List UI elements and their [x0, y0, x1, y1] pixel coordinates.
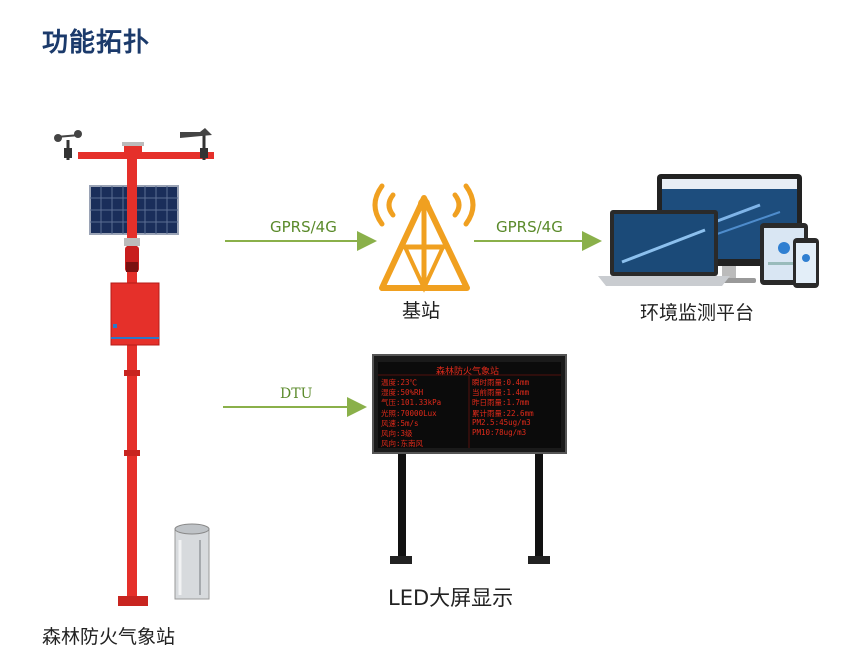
node-label-station: 森林防火气象站 — [42, 626, 176, 648]
led-board-cell: 温度:23℃ — [381, 378, 418, 387]
led-board-cell: 风速:5m/s — [381, 418, 419, 428]
led-board-cell: 昨日雨量:1.7mm — [472, 398, 530, 408]
led-board-cell: 累计雨量:22.6mm — [472, 408, 534, 418]
led-board-cell: 光照:70000Lux — [381, 408, 437, 418]
led-board-cell: 当前雨量:1.4mm — [472, 388, 530, 398]
led-board-header: 森林防火气象站 — [436, 367, 500, 377]
node-label-platform: 环境监测平台 — [640, 302, 755, 324]
page-title: 功能拓扑 — [42, 28, 151, 58]
monitoring-platform-devices-icon — [598, 174, 819, 288]
led-board-cell: 气压:101.33kPa — [381, 398, 442, 408]
led-display-board-icon — [372, 354, 567, 564]
led-board-cell: PM10:78ug/m3 — [472, 428, 527, 437]
node-label-base-station: 基站 — [402, 300, 441, 322]
led-board-cell: 风向:3级 — [381, 429, 413, 438]
base-station-tower-icon — [372, 183, 476, 293]
link-label-base-to-platform: GPRS/4G — [496, 218, 563, 236]
weather-station-icon — [54, 128, 214, 606]
led-board-cell: 湿度:50%RH — [381, 388, 424, 398]
led-board-cell: 风向:东南风 — [381, 439, 424, 449]
led-board-cell: PM2.5:45ug/m3 — [472, 417, 531, 427]
link-label-station-to-led: DTU — [280, 386, 313, 402]
link-label-station-to-base: GPRS/4G — [270, 218, 337, 236]
led-board-cell: 瞬时雨量:0.4mm — [472, 378, 530, 387]
node-label-led: LED大屏显示 — [388, 586, 514, 610]
